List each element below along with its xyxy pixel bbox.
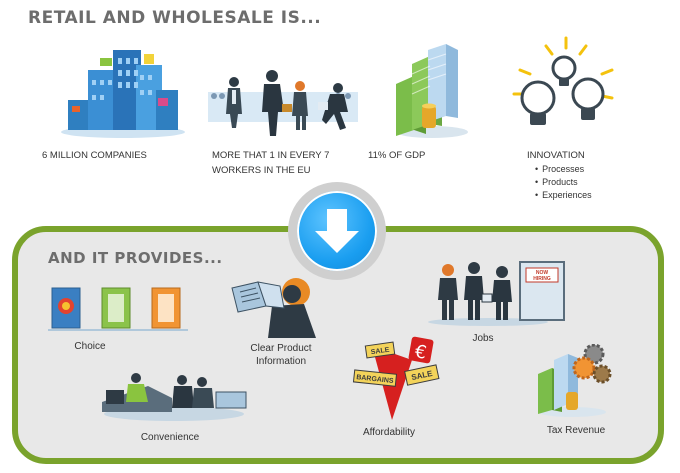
down-arrow-button [297, 191, 377, 271]
arrow-down-icon [315, 209, 359, 253]
office-buildings-icon [61, 50, 185, 138]
stat-gdp: 11% OF GDP [368, 150, 426, 161]
section-subtitle: AND IT PROVIDES... [48, 249, 223, 267]
job-seekers-icon: NOW HIRING [428, 261, 565, 326]
sale-tag: SALE [411, 369, 434, 382]
checkout-counter-icon [102, 373, 247, 421]
money-gears-icon [538, 344, 612, 417]
money-stacks-icon [396, 44, 468, 138]
choice-label: Choice [74, 341, 106, 352]
stat-innovation: INNOVATION Processes Products Experience… [527, 148, 592, 202]
bullet-processes: Processes [535, 163, 592, 176]
svg-text:HIRING: HIRING [533, 276, 551, 282]
workers-icon [208, 70, 358, 136]
lightbulbs-icon [512, 36, 614, 125]
stat-workers: MORE THAT 1 IN EVERY 7 WORKERS IN THE EU [212, 150, 330, 176]
page-title: RETAIL AND WHOLESALE IS... [28, 8, 322, 28]
convenience-label: Convenience [140, 432, 200, 443]
tax-revenue-label: Tax Revenue [546, 425, 606, 436]
clear-info-label: Clear Product Information [250, 343, 312, 367]
bullet-experiences: Experiences [535, 189, 592, 202]
svg-text:NOW: NOW [536, 270, 549, 276]
affordability-label: Affordability [362, 427, 416, 438]
innovation-bullets: Processes Products Experiences [527, 163, 592, 202]
bullet-products: Products [535, 176, 592, 189]
sale-tag-small: SALE [370, 347, 390, 357]
jobs-label: Jobs [472, 333, 494, 344]
stat-companies: 6 MILLION COMPANIES [42, 150, 147, 161]
innovation-label: INNOVATION [527, 150, 585, 161]
price-tags-icon: € SALE SALE BARGAINS [352, 336, 440, 420]
bargains-tag: BARGAINS [356, 374, 394, 385]
product-boxes-icon [48, 287, 188, 331]
reading-person-icon [231, 278, 316, 338]
svg-text:€: € [413, 341, 428, 364]
